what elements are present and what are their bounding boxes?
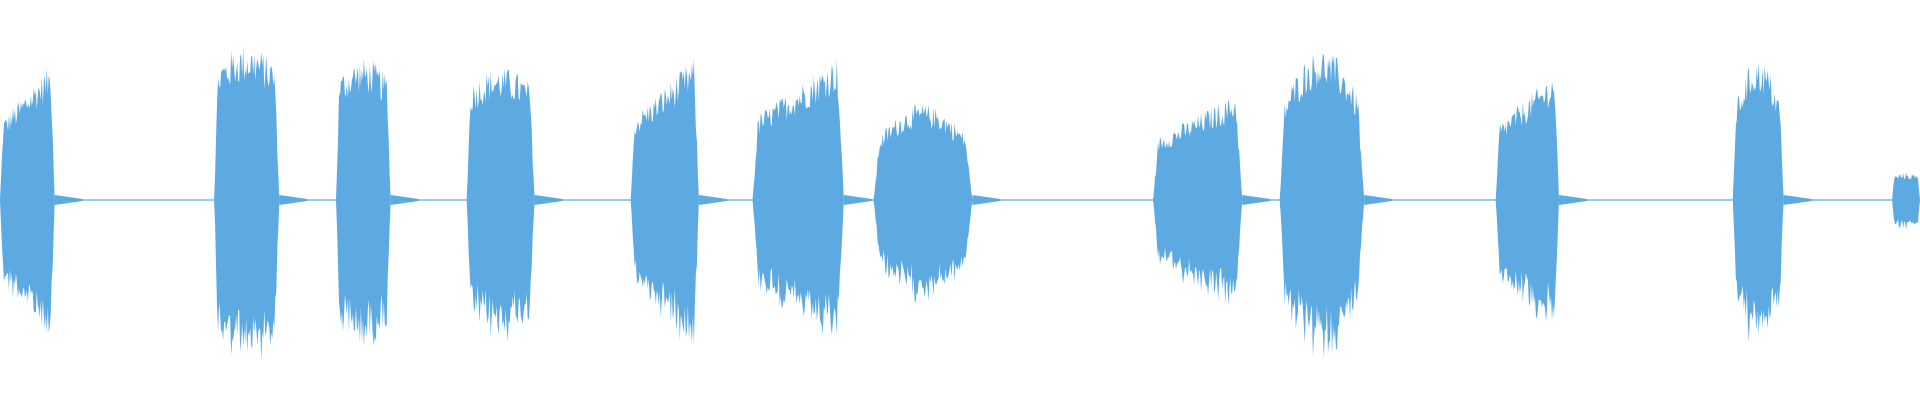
waveform-burst-4 — [466, 68, 535, 342]
waveform-burst-5 — [630, 58, 699, 346]
waveform-tail-5 — [698, 195, 727, 205]
waveform-burst-2 — [214, 47, 280, 361]
waveform-burst-10 — [1495, 81, 1559, 322]
waveform-tail-2 — [279, 195, 308, 205]
waveform-burst-7 — [873, 104, 973, 304]
waveform-burst-12 — [1892, 172, 1920, 230]
waveform-tail-7 — [972, 195, 1001, 205]
waveform-tail-9 — [1364, 195, 1393, 205]
waveform-burst-6 — [752, 58, 844, 336]
waveform-burst-8 — [1153, 98, 1243, 306]
waveform-tail-4 — [534, 195, 563, 205]
waveform-tail-8 — [1242, 195, 1271, 205]
waveform-burst-9 — [1279, 54, 1365, 360]
waveform-burst-3 — [336, 58, 391, 347]
waveform-tail-11 — [1783, 195, 1812, 205]
waveform-burst-1 — [0, 66, 55, 334]
waveform-tail-6 — [843, 195, 872, 205]
waveform-tail-10 — [1559, 195, 1588, 205]
waveform-tail-3 — [390, 195, 419, 205]
waveform-tail-1 — [54, 195, 83, 205]
waveform-burst-11 — [1732, 61, 1784, 343]
